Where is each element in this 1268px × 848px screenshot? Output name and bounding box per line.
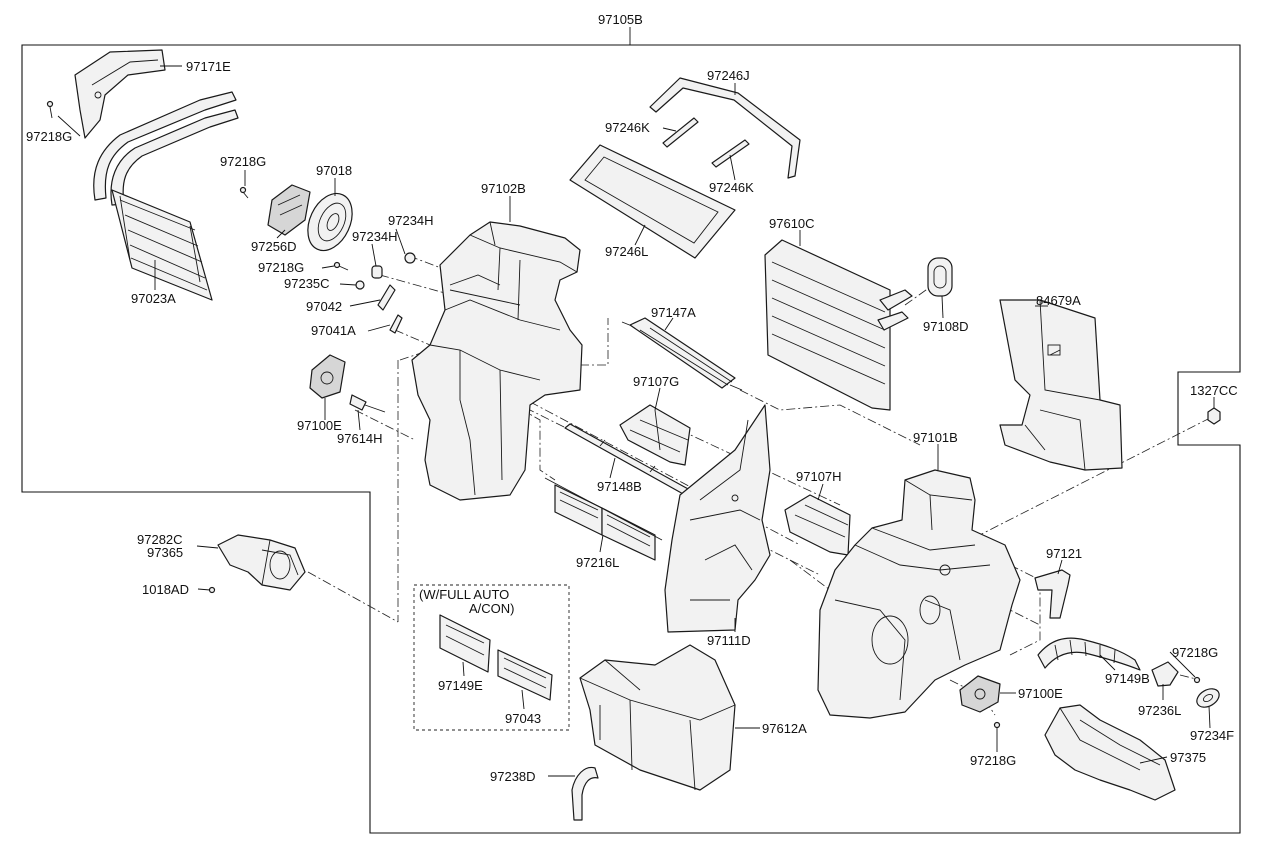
part-label-97121: 97121	[1046, 546, 1082, 561]
part-label-97041A: 97041A	[311, 323, 356, 338]
part-label-97234H-b: 97234H	[352, 229, 398, 244]
part-97246K-strips	[662, 117, 750, 168]
part-97216L-door	[544, 477, 663, 561]
part-label-97614H: 97614H	[337, 431, 383, 446]
part-label-1327CC: 1327CC	[1190, 383, 1238, 398]
part-label-97111D: 97111D	[707, 633, 751, 648]
part-97238D-drain-hose	[571, 766, 599, 821]
part-label-97042: 97042	[306, 299, 342, 314]
part-label-97236L: 97236L	[1138, 703, 1181, 718]
part-label-97246K-a: 97246K	[605, 120, 650, 135]
part-label-97218G-c: 97218G	[258, 260, 304, 275]
part-97149E-door	[439, 614, 491, 673]
part-97147A-door	[621, 317, 743, 391]
part-label-97100E-b: 97100E	[1018, 686, 1063, 701]
part-label-97147A: 97147A	[651, 305, 696, 320]
part-label-97234H-a: 97234H	[388, 213, 434, 228]
part-label-97218G-a: 97218G	[26, 129, 72, 144]
part-label-97282C: 97282C	[137, 532, 183, 547]
part-label-97234F: 97234F	[1190, 728, 1234, 743]
part-97282C-duct	[217, 534, 306, 591]
part-97023A-heater-core	[93, 91, 239, 301]
part-label-97102B: 97102B	[481, 181, 526, 196]
part-84679A-cover	[999, 299, 1123, 471]
part-labels: 97171E 97218G 97218G 97018 97256D 97023A 97218…	[26, 59, 1238, 784]
part-label-97218G-e: 97218G	[1172, 645, 1218, 660]
part-97614H-sensor	[349, 394, 386, 413]
part-label-97218G-d: 97218G	[970, 753, 1016, 768]
part-97234F-grommet	[1196, 688, 1220, 708]
part-label-97235C: 97235C	[284, 276, 330, 291]
part-label-97107G: 97107G	[633, 374, 679, 389]
part-97149B-hose	[1037, 637, 1141, 671]
small-clip-parts	[355, 252, 416, 334]
part-97171E-bracket	[74, 49, 166, 139]
part-97043-door	[497, 649, 553, 701]
part-97236L-sensor	[1151, 661, 1179, 687]
part-label-97023A: 97023A	[131, 291, 176, 306]
part-97102B-left-case	[411, 221, 583, 501]
part-97612A-lower-case	[579, 644, 736, 791]
frame-label: 97105B	[598, 12, 643, 27]
part-label-97043: 97043	[505, 711, 541, 726]
part-97018-motor	[307, 192, 353, 252]
part-97246J-filter-frame	[649, 77, 801, 179]
part-label-97612A: 97612A	[762, 721, 807, 736]
part-label-97100E-a: 97100E	[297, 418, 342, 433]
part-label-97149B: 97149B	[1105, 671, 1150, 686]
part-97100E-right-actuator	[959, 675, 1001, 713]
part-label-1018AD: 1018AD	[142, 582, 189, 597]
part-label-97171E: 97171E	[186, 59, 231, 74]
leader-lines	[57, 65, 1215, 777]
part-label-84679A: 84679A	[1036, 293, 1081, 308]
part-97107G-duct	[619, 404, 691, 466]
part-1327CC-nut	[1207, 407, 1221, 425]
part-97111D-divider	[664, 404, 771, 633]
part-label-97610C: 97610C	[769, 216, 815, 231]
screw-icons	[46, 100, 1201, 729]
part-label-97375: 97375	[1170, 750, 1206, 765]
part-97107H-duct	[784, 494, 851, 556]
part-label-97256D: 97256D	[251, 239, 297, 254]
part-label-97246J: 97246J	[707, 68, 750, 83]
part-label-97018: 97018	[316, 163, 352, 178]
part-label-97101B: 97101B	[913, 430, 958, 445]
part-97121-hose	[1034, 569, 1071, 619]
part-label-97107H: 97107H	[796, 469, 842, 484]
part-label-97216L: 97216L	[576, 555, 619, 570]
part-97100E-left-actuator	[309, 354, 346, 399]
full-auto-group-line2: A/CON)	[469, 601, 515, 616]
part-label-97238D: 97238D	[490, 769, 536, 784]
part-97375-duct	[1044, 704, 1176, 801]
part-97256D-actuator	[267, 184, 311, 236]
part-label-97218G-b: 97218G	[220, 154, 266, 169]
part-label-97246L: 97246L	[605, 244, 648, 259]
part-label-97148B: 97148B	[597, 479, 642, 494]
part-97108D-grommet	[927, 257, 953, 297]
part-label-97365: 97365	[147, 545, 183, 560]
assembly-frame	[21, 44, 1241, 834]
part-label-97149E: 97149E	[438, 678, 483, 693]
part-97246L-filter-ring	[569, 144, 736, 259]
part-97101B-right-case	[817, 469, 1021, 719]
part-label-97246K-b: 97246K	[709, 180, 754, 195]
full-auto-group-line1: (W/FULL AUTO	[419, 587, 509, 602]
part-label-97108D: 97108D	[923, 319, 969, 334]
part-97610C-evaporator	[764, 239, 913, 411]
